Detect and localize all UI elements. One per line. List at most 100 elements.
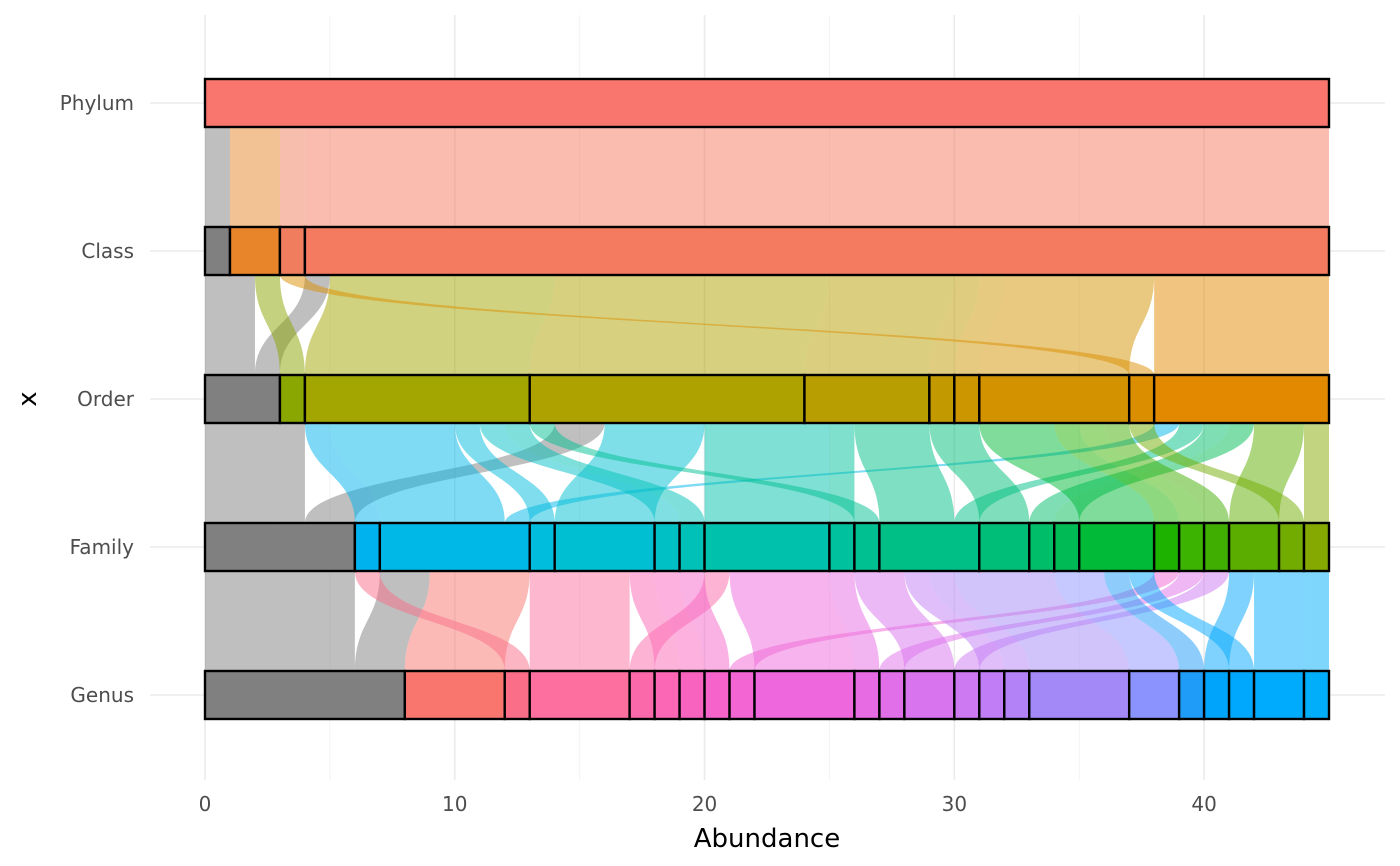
alluvium-flow [1129,423,1305,523]
x-tick-label: 0 [199,792,212,816]
alluvium-flow [979,275,1155,375]
stratum-box [853,521,881,573]
alluvium-flow [205,275,230,375]
alluvium-flow [629,571,680,671]
alluvium-flow [1129,571,1255,671]
stratum-box [728,669,756,721]
y-tick-label: Phylum [60,91,134,115]
alluvium-flow [205,127,230,227]
stratum-box [628,669,656,721]
stratum-box [528,669,631,721]
alluvium-flow [454,423,555,523]
stratum-box [1227,669,1256,721]
stratum-box [353,521,382,573]
x-tick-label: 20 [692,792,717,816]
alluvium-flow [205,423,280,523]
alluvium-flow [205,571,355,671]
stratum-box [1152,521,1181,573]
stratum-box [528,521,556,573]
stratum-box [903,669,956,721]
alluvium-flow [1204,571,1255,671]
stratum-box [928,373,956,425]
stratum-box [503,669,531,721]
alluvium-flow [304,127,1329,227]
alluvium-flow [1104,571,1205,671]
alluvium-flow [479,423,680,523]
stratum-box [753,669,856,721]
stratum-box [203,225,232,277]
x-tick-label: 10 [442,792,467,816]
alluvium-flow [529,423,880,523]
stratum-box [1202,521,1231,573]
stratum-box [278,373,307,425]
alluvium-flow [854,423,955,523]
stratum-box [303,225,1331,277]
stratum-box [553,521,656,573]
alluvium-flow [904,571,1005,671]
stratum-box [203,669,407,721]
stratum-box [403,669,506,721]
alluvium-flow [1304,571,1329,671]
stratum-box [1302,669,1331,721]
stratum-box [703,669,731,721]
alluvium-flow [1104,423,1230,523]
alluvium-flow [929,275,980,375]
alluvium-flow [1229,423,1305,523]
y-axis-title: x [13,391,43,406]
flows [205,127,1329,671]
alluvium-flow [229,275,255,375]
y-tick-label: Genus [70,683,134,707]
alluvium-flow [529,571,630,671]
alluvium-flow [654,571,705,671]
alluvium-flow [279,423,305,523]
alluvium-flow [304,275,555,375]
stratum-box [978,669,1006,721]
alluvium-flow [1254,571,1305,671]
stratum-box [953,669,981,721]
alluvium-flow [329,423,505,523]
alluvium-flow [679,571,730,671]
stratum-box [1252,669,1306,721]
strata [203,77,1331,721]
stratum-box [678,669,706,721]
alluvium-flow [979,423,1155,523]
stratum-box [803,373,931,425]
alluvium-flow [254,275,305,375]
alluvium-flow [729,571,855,671]
stratum-box [1277,521,1306,573]
alluvium-flow [829,571,880,671]
alluvium-flow [529,275,830,375]
stratum-box [878,669,906,721]
alluvium-flow [279,127,305,227]
stratum-box [228,225,282,277]
alluvium-flow [554,423,705,523]
stratum-box [978,373,1131,425]
alluvium-flow [304,423,380,523]
stratum-box [1028,521,1056,573]
stratum-box [378,521,531,573]
stratum-box [1302,521,1331,573]
alluvium-flow [704,423,830,523]
stratum-box [1053,521,1081,573]
alluvium-flow [1054,571,1180,671]
x-tick-label: 30 [942,792,967,816]
alluvium-flow [929,423,1030,523]
alluvium-flow [354,571,530,671]
y-tick-label: Order [77,387,135,411]
alluvium-flow [929,571,1030,671]
alluvium-flow [1079,423,1205,523]
stratum-box [1127,373,1156,425]
stratum-box [878,521,981,573]
alluvium-flow [954,275,1005,375]
y-tick-label: Class [81,239,134,263]
alluvium-flow [504,423,705,523]
stratum-box [1177,521,1206,573]
stratum-box [203,521,357,573]
alluvium-flow [229,127,280,227]
stratum-box [978,521,1031,573]
stratum-box [703,521,831,573]
alluvium-flow [1154,275,1329,375]
stratum-box [1152,373,1331,425]
